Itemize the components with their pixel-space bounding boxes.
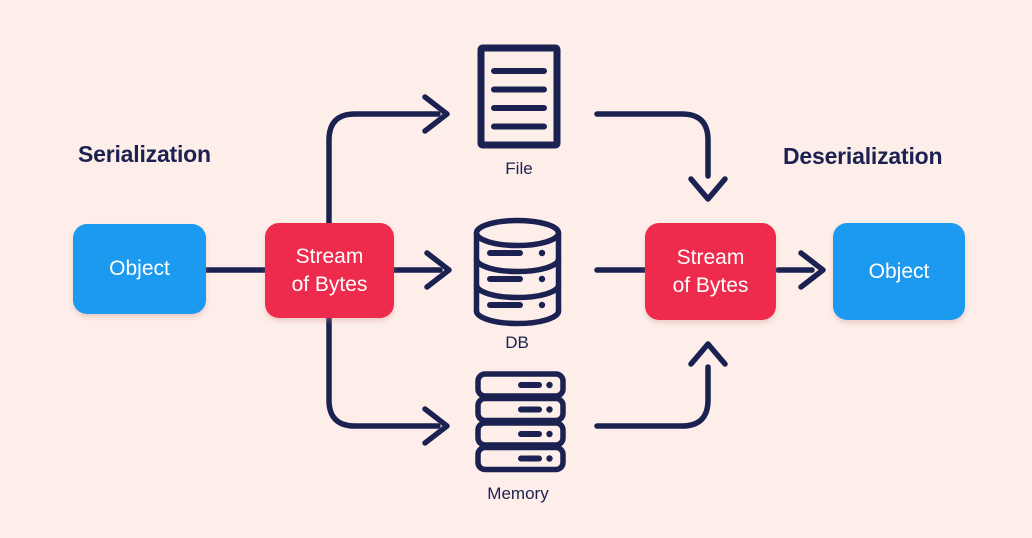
deserialization-heading: Deserialization — [783, 143, 943, 169]
file-icon — [477, 44, 561, 149]
arrow-stream-to-file — [326, 94, 450, 229]
right-stream-of-bytes-box: Stream of Bytes — [645, 223, 776, 320]
arrow-stream-to-object — [775, 250, 826, 290]
arrow-stream-to-db — [391, 250, 452, 290]
arrow-memory-to-stream — [594, 341, 728, 429]
serialization-heading: Serialization — [78, 141, 211, 167]
database-icon — [473, 217, 562, 327]
right-object-box: Object — [833, 223, 965, 320]
db-label: DB — [505, 333, 529, 352]
arrow-file-to-stream — [594, 111, 728, 202]
arrow-stream-to-memory — [326, 313, 450, 446]
memory-label: Memory — [487, 484, 549, 503]
left-object-box: Object — [73, 224, 206, 314]
server-stack-icon — [475, 371, 566, 473]
file-label: File — [505, 159, 533, 178]
left-stream-of-bytes-box: Stream of Bytes — [265, 223, 394, 318]
